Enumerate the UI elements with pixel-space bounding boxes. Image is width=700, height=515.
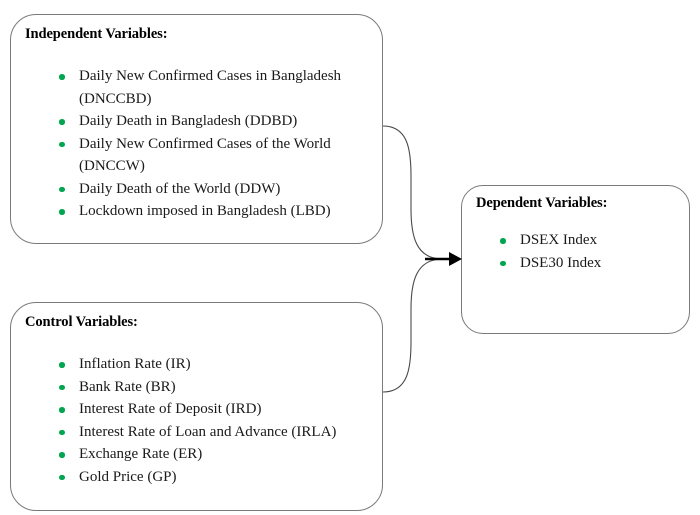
list-item: DSEX Index [492,229,677,252]
bullet-dot-icon [59,209,65,215]
bullet-dot-icon [59,186,65,192]
connector-upper-branch [382,125,442,260]
list-item: Exchange Rate (ER) [51,443,381,466]
list-item: DSE30 Index [492,252,677,275]
bullet-dot-icon [59,429,65,435]
list-item-label: Daily New Confirmed Cases in Bangladesh … [79,68,342,107]
list-item-label: Interest Rate of Loan and Advance (IRLA) [79,423,337,440]
bullet-dot-icon [59,141,65,147]
list-item-label: Daily Death in Bangladesh (DDBD) [79,113,298,129]
list-item: Gold Price (GP) [51,466,381,489]
independent-variables-list: Daily New Confirmed Cases in Bangladesh … [51,65,376,223]
list-item-label: Bank Rate (BR) [79,378,176,395]
connector-lower-branch [382,258,442,393]
bullet-dot-icon [500,260,506,266]
dependent-variables-heading: Dependent Variables: [476,195,608,211]
bullet-dot-icon [59,452,65,458]
list-item-label: Gold Price (GP) [79,468,177,485]
list-item: Daily Death of the World (DDW) [51,178,376,201]
bullet-dot-icon [500,238,506,244]
control-variables-list: Inflation Rate (IR) Bank Rate (BR) Inter… [51,353,381,488]
list-item: Daily Death in Bangladesh (DDBD) [51,110,376,133]
bullet-dot-icon [59,384,65,390]
control-variables-box: Control Variables: Inflation Rate (IR) B… [10,302,383,511]
control-variables-heading: Control Variables: [25,314,138,330]
list-item: Bank Rate (BR) [51,376,381,399]
list-item: Inflation Rate (IR) [51,353,381,376]
list-item: Interest Rate of Loan and Advance (IRLA) [51,421,381,444]
list-item-label: Daily New Confirmed Cases of the World (… [79,135,331,175]
bullet-dot-icon [59,474,65,480]
bullet-dot-icon [59,74,65,80]
independent-variables-box: Independent Variables: Daily New Confirm… [10,14,383,244]
independent-variables-heading: Independent Variables: [25,26,168,42]
bullet-dot-icon [59,119,65,125]
dependent-variables-box: Dependent Variables: DSEX Index DSE30 In… [461,185,690,334]
list-item: Daily New Confirmed Cases of the World (… [51,133,376,178]
list-item-label: Exchange Rate (ER) [79,446,203,462]
list-item-label: Lockdown imposed in Bangladesh (LBD) [79,203,331,219]
dependent-variables-list: DSEX Index DSE30 Index [492,229,677,274]
list-item-label: Inflation Rate (IR) [79,356,191,372]
list-item-label: DSE30 Index [520,254,602,271]
list-item: Interest Rate of Deposit (IRD) [51,398,381,421]
bullet-dot-icon [59,362,65,368]
list-item: Lockdown imposed in Bangladesh (LBD) [51,200,376,223]
bullet-dot-icon [59,407,65,413]
list-item-label: DSEX Index [520,232,598,248]
list-item-label: Daily Death of the World (DDW) [79,180,281,197]
list-item-label: Interest Rate of Deposit (IRD) [79,401,262,417]
list-item: Daily New Confirmed Cases in Bangladesh … [51,65,376,110]
